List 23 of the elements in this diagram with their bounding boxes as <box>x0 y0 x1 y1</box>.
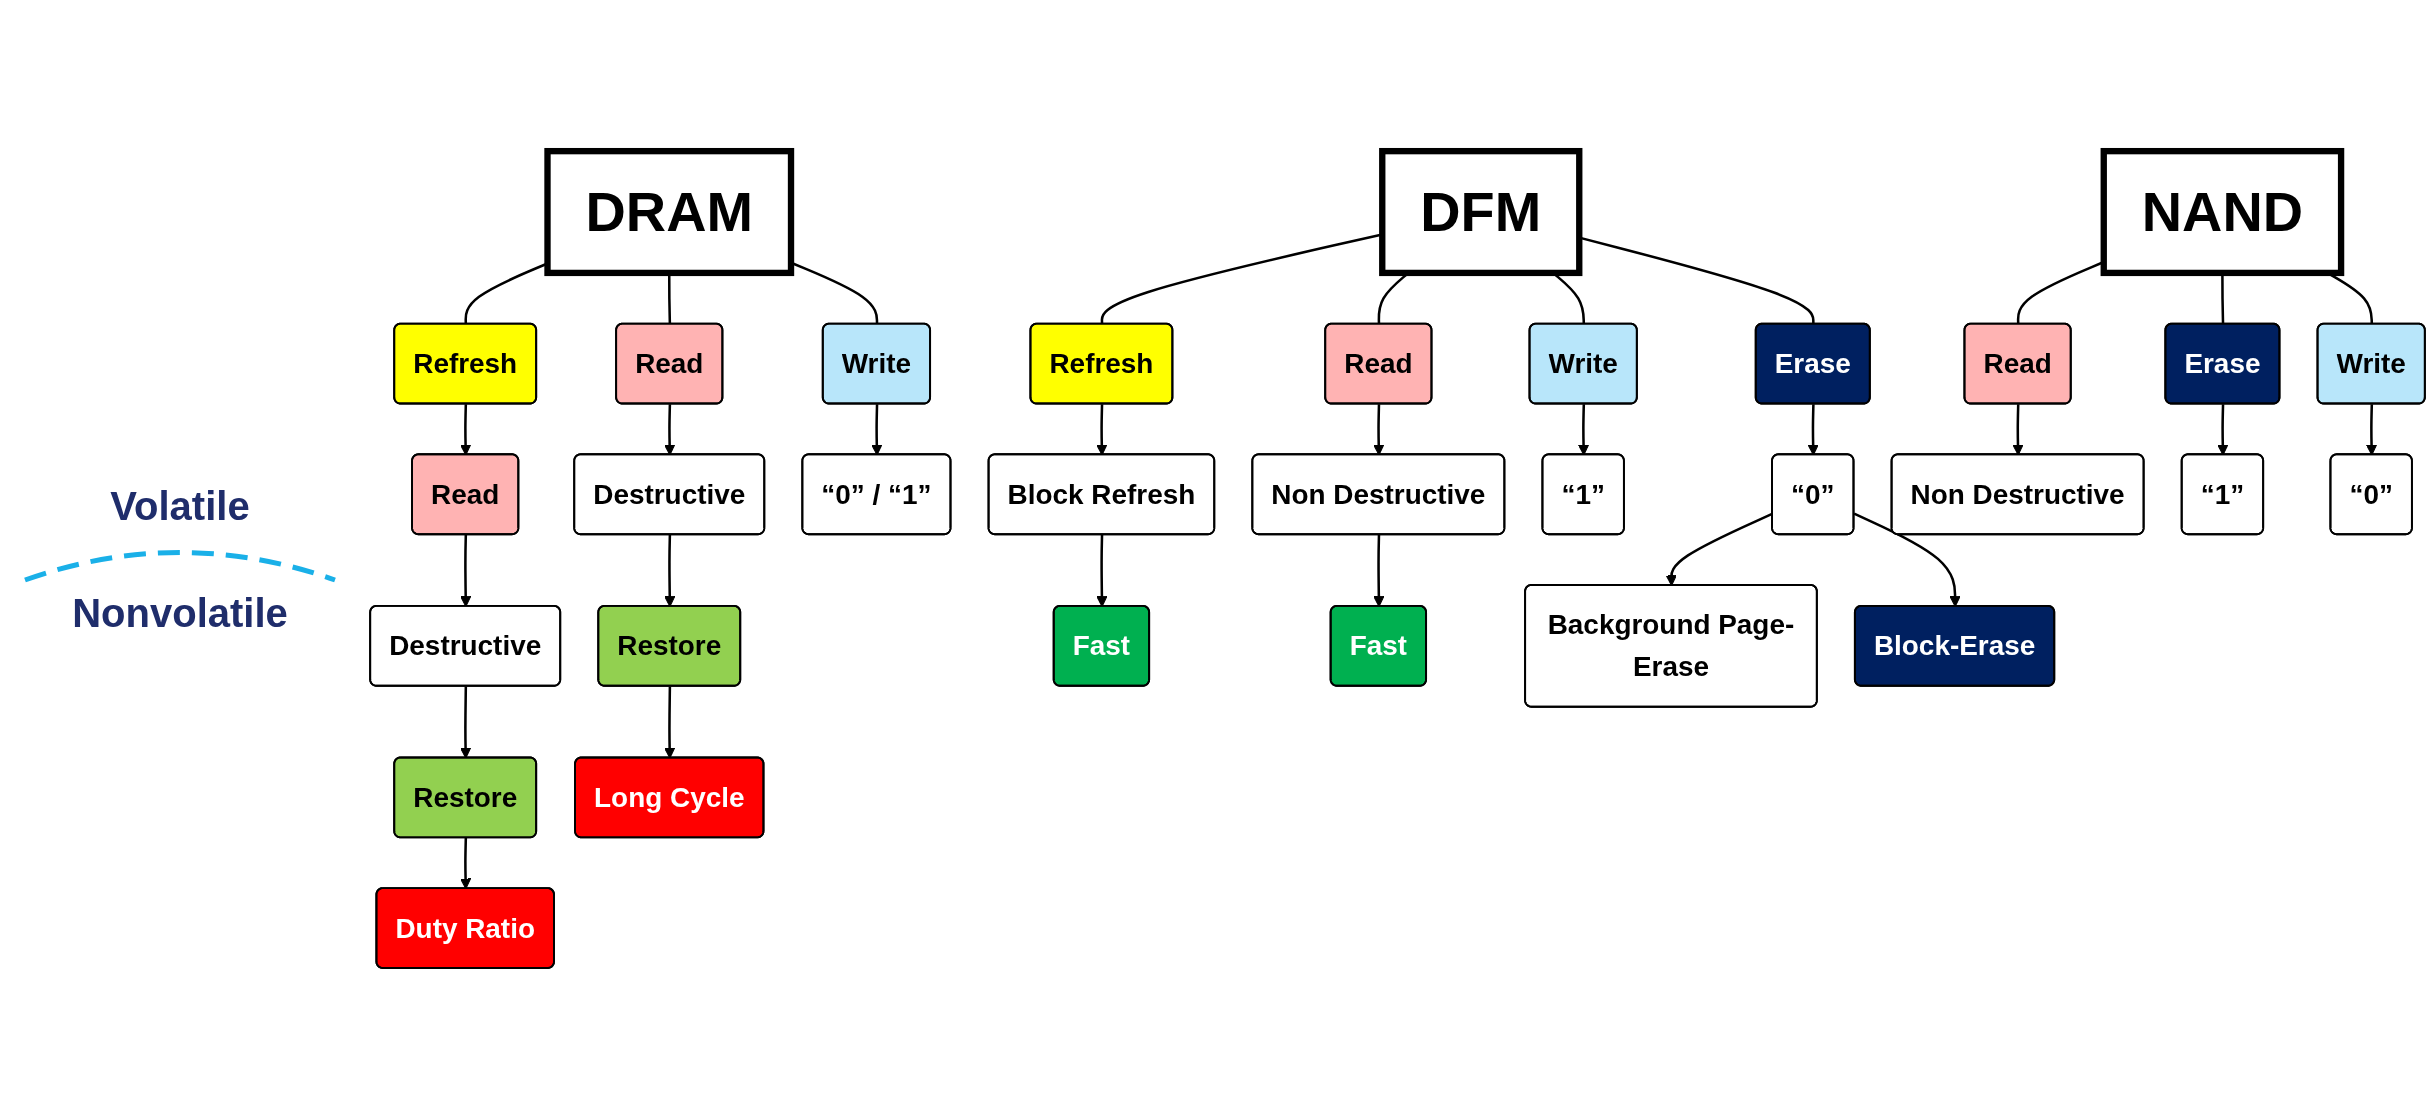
arrow <box>1853 512 1961 607</box>
arrow <box>1807 404 1819 456</box>
arrow <box>1096 404 1108 456</box>
arrow <box>1578 404 1590 456</box>
arrow <box>2012 404 2024 456</box>
arrow <box>664 404 676 456</box>
region-label: Volatile <box>110 483 250 529</box>
node-box: DRAM <box>544 147 795 276</box>
arrow <box>1096 534 1108 607</box>
arrow <box>2217 404 2229 456</box>
region-label: Nonvolatile <box>72 590 288 636</box>
node-box: NAND <box>2100 147 2345 276</box>
arrow <box>2366 404 2378 456</box>
arrow <box>460 686 472 759</box>
node-box: DFM <box>1379 147 1583 276</box>
arrow <box>871 404 883 456</box>
arrow <box>664 534 676 607</box>
arrow <box>460 534 472 607</box>
arrow <box>664 686 676 759</box>
arrow <box>1373 404 1385 456</box>
arrow <box>1373 534 1385 607</box>
arrow <box>460 837 472 890</box>
arrow <box>460 404 472 456</box>
